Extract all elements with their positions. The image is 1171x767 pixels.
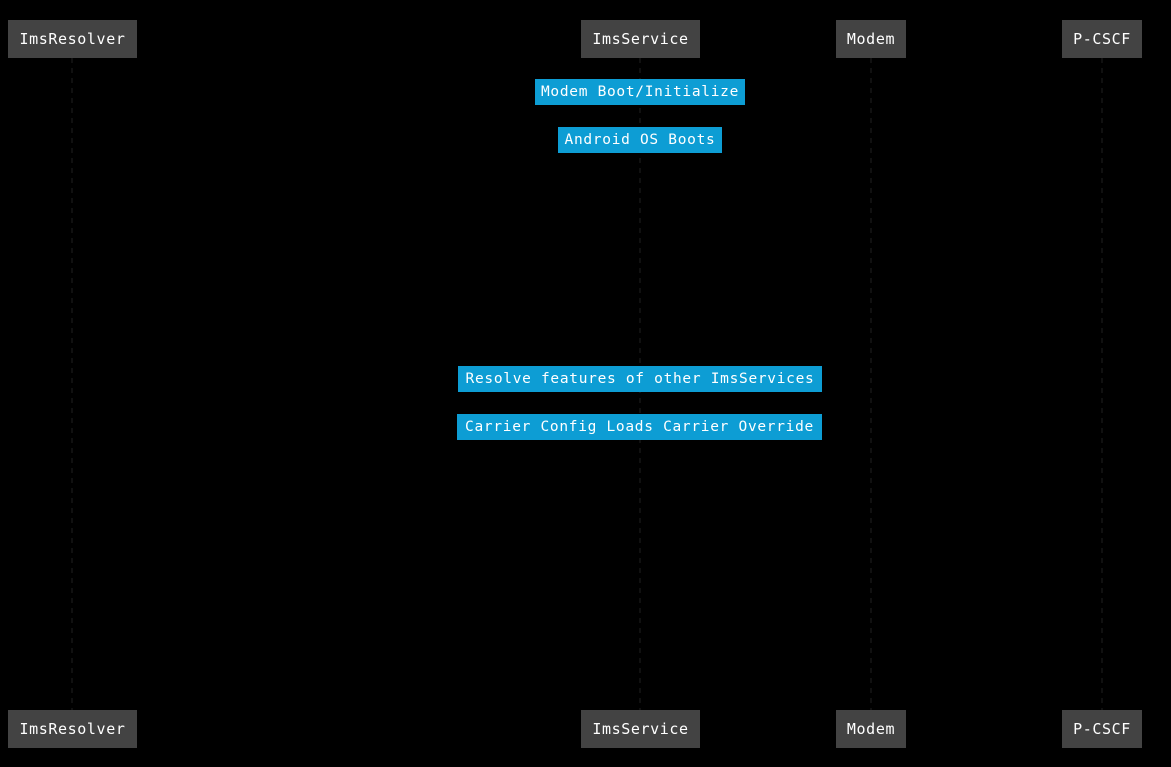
participant-label: ImsService <box>592 720 689 738</box>
note-resolve-features[interactable]: Resolve features of other ImsServices <box>458 366 822 392</box>
note-label: Android OS Boots <box>564 132 716 148</box>
participant-label: ImsResolver <box>19 720 126 738</box>
participant-label: ImsService <box>592 30 689 48</box>
participant-top-modem[interactable]: Modem <box>836 20 906 58</box>
participant-top-ims-service[interactable]: ImsService <box>581 20 700 58</box>
note-android-os-boots[interactable]: Android OS Boots <box>558 127 722 153</box>
lifeline-p-cscf <box>1101 58 1103 710</box>
note-label: Resolve features of other ImsServices <box>465 371 815 387</box>
participant-top-p-cscf[interactable]: P-CSCF <box>1062 20 1142 58</box>
lifeline-modem <box>870 58 872 710</box>
note-label: Carrier Config Loads Carrier Override <box>465 419 814 435</box>
participant-label: Modem <box>846 720 896 738</box>
lifeline-ims-resolver <box>71 58 73 710</box>
participant-bottom-ims-resolver[interactable]: ImsResolver <box>8 710 137 748</box>
participant-bottom-p-cscf[interactable]: P-CSCF <box>1062 710 1142 748</box>
note-modem-boot[interactable]: Modem Boot/Initialize <box>535 79 745 105</box>
participant-label: P-CSCF <box>1073 30 1131 48</box>
note-label: Modem Boot/Initialize <box>540 84 740 100</box>
participant-top-ims-resolver[interactable]: ImsResolver <box>8 20 137 58</box>
participant-bottom-modem[interactable]: Modem <box>836 710 906 748</box>
participant-label: ImsResolver <box>19 30 126 48</box>
participant-label: Modem <box>846 30 896 48</box>
participant-bottom-ims-service[interactable]: ImsService <box>581 710 700 748</box>
participant-label: P-CSCF <box>1073 720 1131 738</box>
note-carrier-config[interactable]: Carrier Config Loads Carrier Override <box>457 414 822 440</box>
